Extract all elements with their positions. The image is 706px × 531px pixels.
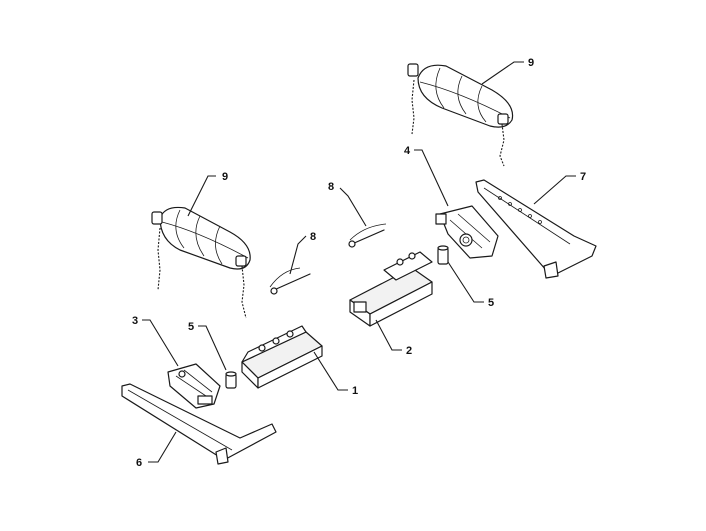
- callout-6: 6: [136, 457, 142, 469]
- leader-3: [142, 319, 179, 367]
- callout-4: 4: [404, 145, 411, 157]
- callout-1: 1: [352, 385, 358, 397]
- leader-2: [375, 319, 402, 351]
- clamp-bracket-3: [167, 363, 221, 409]
- callout-8-right: 8: [328, 181, 334, 193]
- hitch-clamp-4: [435, 205, 499, 259]
- support-arm-7: [475, 179, 597, 279]
- support-arm-6: [121, 383, 277, 465]
- leader-lines: [142, 61, 576, 463]
- callout-5-left: 5: [188, 321, 194, 333]
- hitch-pin-right: [348, 223, 387, 248]
- callout-7: 7: [580, 171, 586, 183]
- square-receiver-2: [349, 251, 433, 327]
- hitch-pin-left: [269, 267, 311, 295]
- bushing-left: [225, 371, 237, 389]
- receiver-tube-1: [241, 325, 323, 389]
- padded-cradle-left: [151, 206, 251, 319]
- padded-cradle-right: [407, 63, 514, 167]
- leader-9-left: [187, 175, 216, 217]
- leader-8-left: [289, 235, 307, 275]
- callout-5-right: 5: [488, 297, 494, 309]
- leader-7: [533, 175, 576, 205]
- leader-5-right: [447, 261, 484, 303]
- callout-2: 2: [406, 345, 412, 357]
- callout-9-right: 9: [528, 57, 534, 69]
- leader-8-right: [339, 187, 367, 227]
- bushing-right: [437, 245, 449, 265]
- leader-5-left: [198, 325, 227, 371]
- leader-4: [414, 149, 449, 207]
- leader-9-right: [481, 61, 524, 85]
- callout-9-left: 9: [222, 171, 228, 183]
- callout-8-left: 8: [310, 231, 316, 243]
- callout-3: 3: [132, 315, 138, 327]
- leader-6: [148, 431, 177, 463]
- leader-1: [313, 351, 348, 391]
